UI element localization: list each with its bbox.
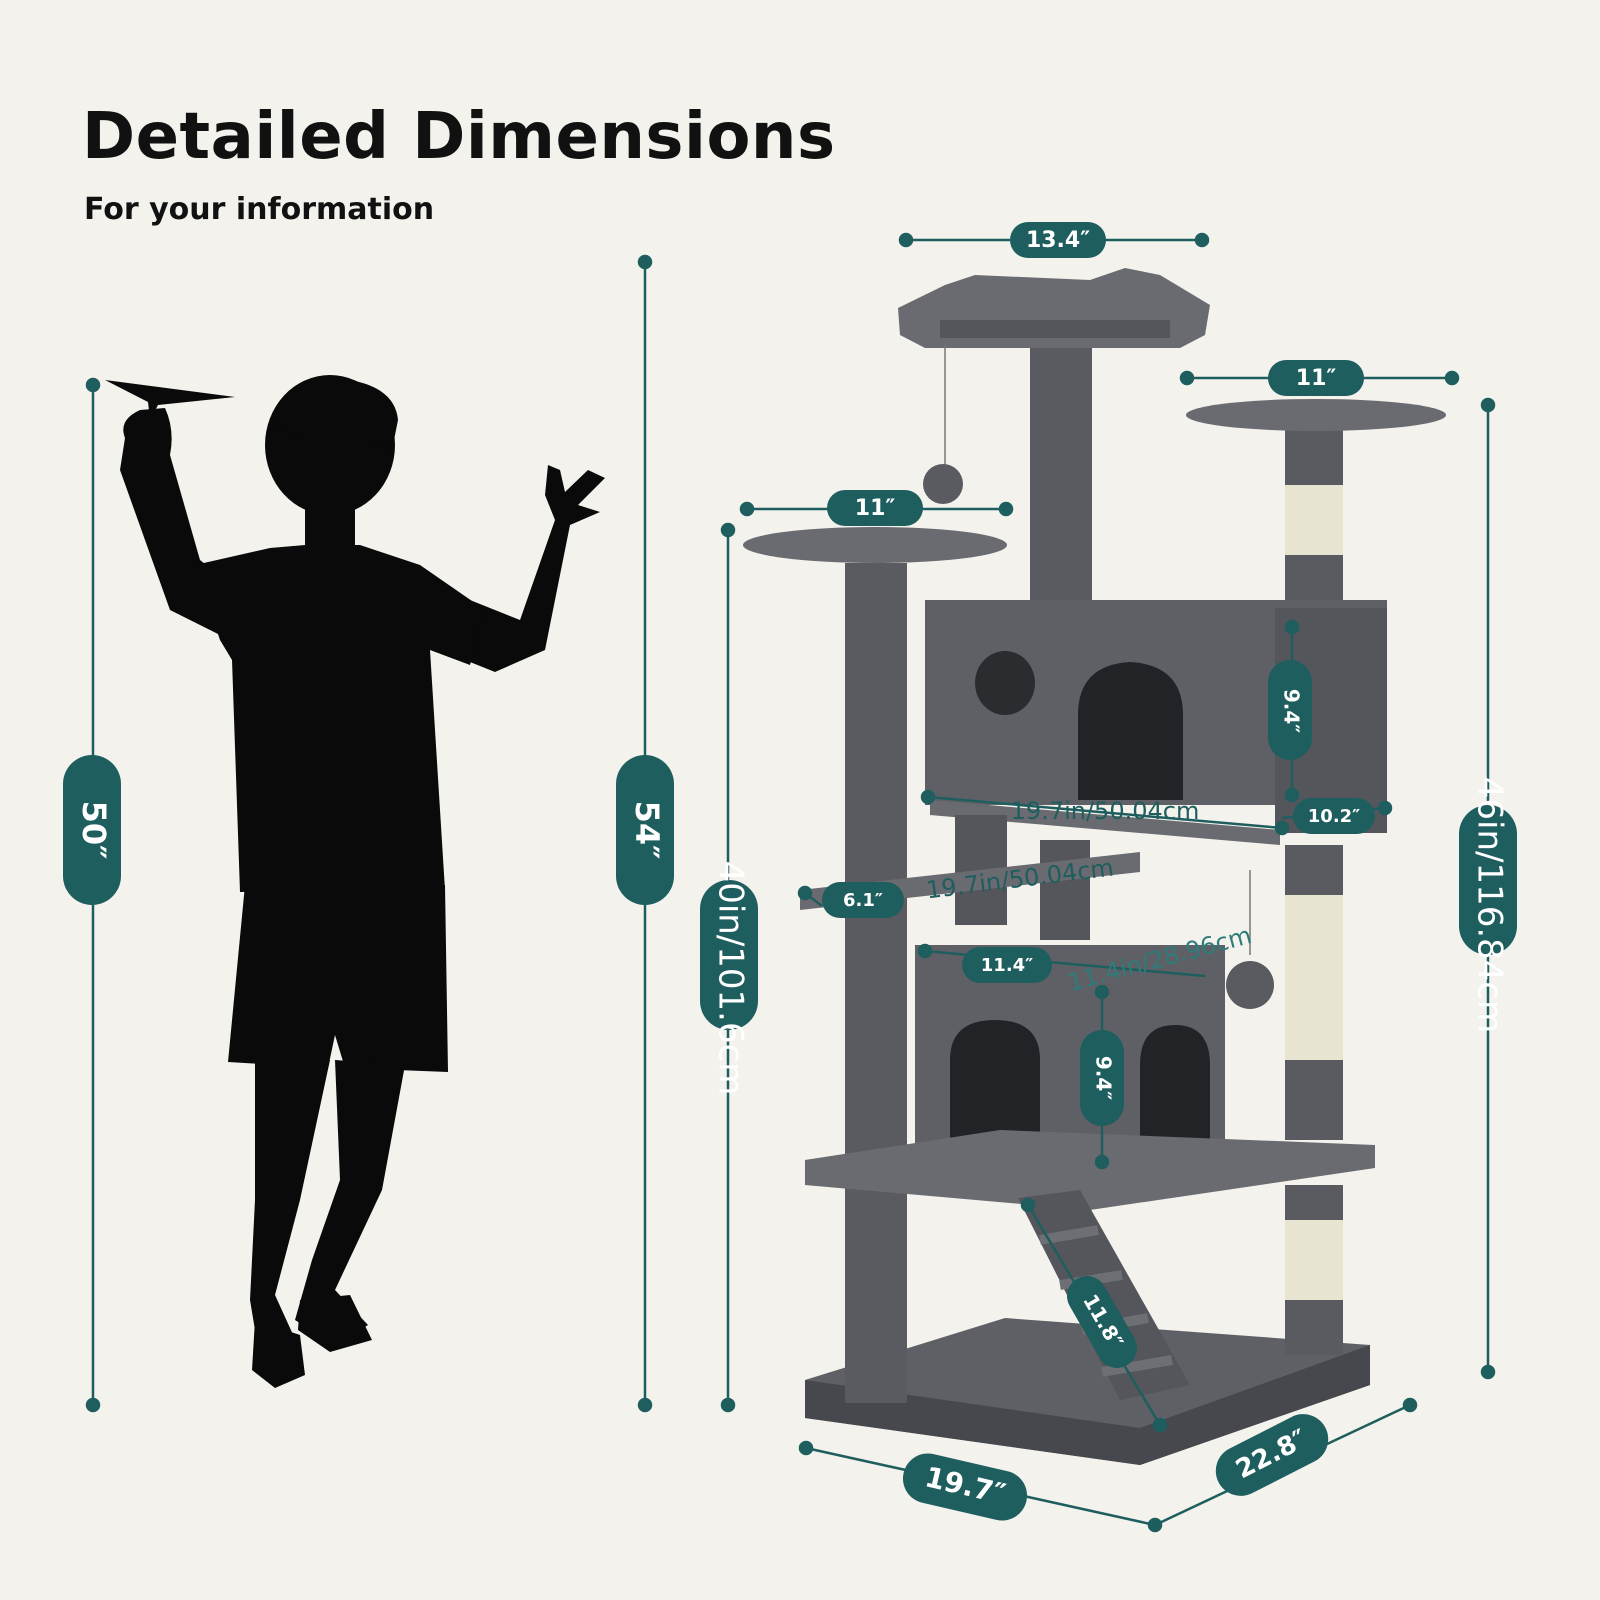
toy-ball-lower [1226,961,1274,1009]
right-post-sisal-3 [1285,1220,1343,1300]
child-shirt [195,545,485,892]
center-post [1030,340,1092,630]
label-top-perch-width: 13.4″ [1010,222,1106,258]
label-lower-condo-height: 9.4″ [1080,1030,1124,1126]
label-base-width: 19.7″ [902,1453,1028,1521]
label-upper-condo-width: 19.7in/50.04cm [1011,797,1200,825]
svg-text:9.4″: 9.4″ [1280,689,1304,733]
toy-ball-upper [923,464,963,504]
label-lower-condo-width: 11.4″ [962,947,1052,983]
right-top-platform [1186,399,1446,431]
child-left-leg [250,1055,330,1372]
label-upper-condo-height: 9.4″ [1268,660,1312,760]
paper-plane-icon [105,380,235,420]
label-child-height: 50″ [63,755,121,905]
cat-tree [743,268,1446,1465]
svg-text:6.1″: 6.1″ [843,890,883,911]
label-left-platform-width: 11″ [827,490,923,526]
lower-condo-door-left [950,1020,1040,1140]
svg-text:54″: 54″ [628,801,666,860]
right-post-sisal-2 [1285,895,1343,1060]
upper-condo-floor [930,800,1280,845]
left-post [845,563,907,1403]
child-shoe-right [298,1295,372,1352]
upper-condo-round-hole [975,651,1035,715]
label-small-step-width: 6.1″ [822,882,904,918]
child-right-leg [295,1060,405,1345]
svg-text:11″: 11″ [855,496,896,521]
svg-text:11″: 11″ [1296,366,1337,391]
lower-condo-door-right [1140,1025,1210,1140]
middle-platform [805,1130,1375,1210]
page-subtitle: For your information [84,192,435,227]
label-upper-condo-depth: 10.2″ [1293,798,1375,834]
svg-text:11.4″: 11.4″ [981,955,1033,976]
svg-text:9.4″: 9.4″ [1092,1056,1116,1100]
page-title: Detailed Dimensions [82,100,836,174]
child-shoe-left [252,1320,305,1388]
child-hair [270,378,398,450]
child-shorts [228,885,448,1072]
svg-text:10.2″: 10.2″ [1308,806,1360,827]
svg-text:40in/101.6cm: 40in/101.6cm [711,861,751,1096]
left-top-platform [743,527,1007,563]
svg-text:50″: 50″ [75,801,113,860]
svg-text:13.4″: 13.4″ [1026,228,1090,253]
label-total-height: 54″ [616,755,674,905]
svg-text:46in/116.84cm: 46in/116.84cm [1470,777,1510,1034]
right-post-upper [1285,425,1343,485]
svg-text:19.7in/50.04cm: 19.7in/50.04cm [1011,797,1200,825]
upper-condo-door [1078,662,1183,800]
label-left-post-height: 40in/101.6cm [700,861,758,1096]
label-right-post-height: 46in/116.84cm [1459,777,1517,1034]
label-right-platform-width: 11″ [1268,360,1364,396]
right-post-sisal-1 [1285,485,1343,555]
child-silhouette [105,375,605,1388]
